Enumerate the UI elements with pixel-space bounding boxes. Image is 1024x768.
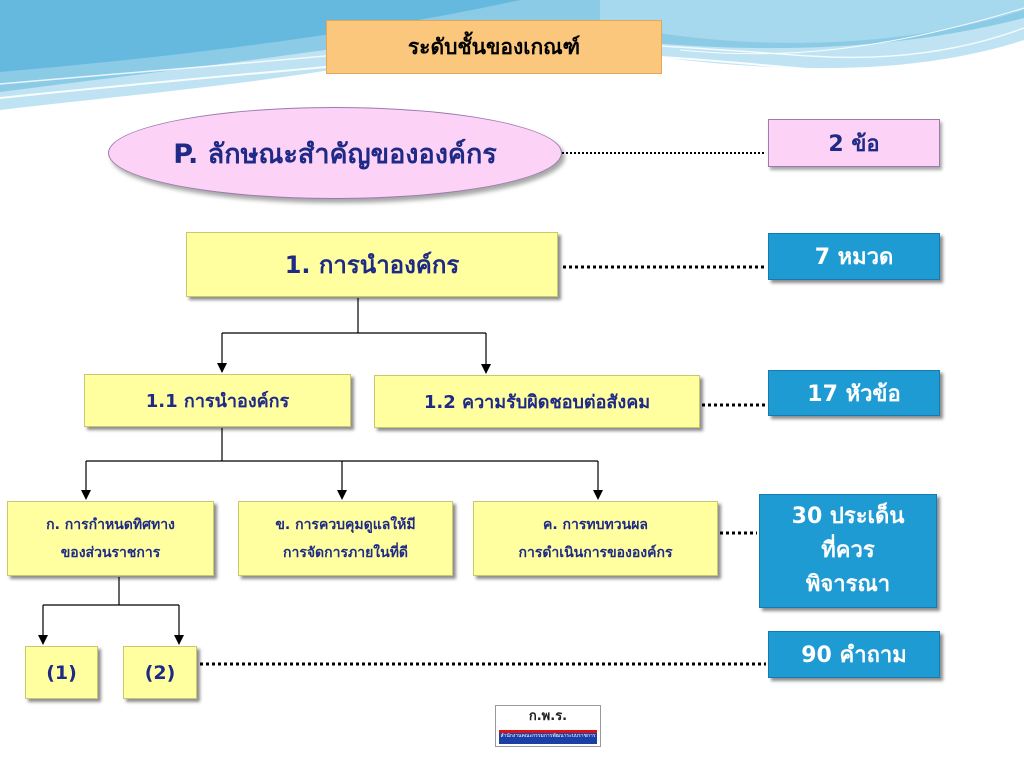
item-count-text: 17 หัวข้อ (807, 381, 901, 407)
question-label: (2) (144, 661, 176, 684)
item-box-1-2: 1.2 ความรับผิดชอบต่อสังคม (374, 375, 700, 428)
slide-title-text: ระดับชั้นของเกณฑ์ (407, 34, 581, 59)
area-count-line1: 30 ประเด็น (791, 504, 905, 529)
category-count-badge: 7 หมวด (768, 233, 940, 280)
category-count-text: 7 หมวด (814, 245, 894, 270)
area-label-line1: ข. การควบคุมดูแลให้มี (275, 516, 416, 533)
question-box-1: (1) (25, 646, 98, 699)
area-box-a: ก. การกำหนดทิศทาง ของส่วนราชการ (7, 501, 214, 576)
category-box: 1. การนำองค์กร (186, 232, 558, 297)
question-count-text: 90 คำถาม (801, 643, 907, 668)
logo-subtext: สำนักงานคณะกรรมการพัฒนาระบบราชการ (499, 730, 597, 744)
area-count-line3: พิจารณา (805, 572, 891, 597)
category-label: 1. การนำองค์กร (284, 251, 460, 279)
item-count-badge: 17 หัวข้อ (768, 370, 940, 416)
profile-count-text: 2 ข้อ (828, 131, 880, 157)
profile-count-badge: 2 ข้อ (768, 119, 940, 167)
area-label-line2: การดำเนินการขององค์กร (518, 544, 673, 561)
area-box-b: ข. การควบคุมดูแลให้มี การจัดการภายในที่ด… (238, 501, 453, 576)
organization-profile-ellipse: P. ลักษณะสำคัญขององค์กร (108, 107, 562, 199)
organization-profile-label: P. ลักษณะสำคัญขององค์กร (173, 138, 497, 170)
item-label: 1.2 ความรับผิดชอบต่อสังคม (423, 392, 651, 413)
wave-background (0, 0, 1024, 110)
question-box-2: (2) (123, 646, 197, 699)
area-count-badge: 30 ประเด็น ที่ควร พิจารณา (759, 494, 937, 608)
slide-title: ระดับชั้นของเกณฑ์ (326, 20, 662, 74)
area-label-line1: ก. การกำหนดทิศทาง (46, 516, 175, 533)
question-label: (1) (46, 661, 77, 684)
item-label: 1.1 การนำองค์กร (145, 391, 290, 412)
logo-text: ก.พ.ร. (528, 709, 568, 724)
area-box-c: ค. การทบทวนผล การดำเนินการขององค์กร (473, 501, 718, 576)
question-count-badge: 90 คำถาม (768, 631, 940, 678)
area-label-line2: การจัดการภายในที่ดี (282, 544, 409, 561)
area-label-line1: ค. การทบทวนผล (543, 516, 648, 533)
area-label-line2: ของส่วนราชการ (60, 544, 161, 561)
item-box-1-1: 1.1 การนำองค์กร (84, 374, 351, 427)
area-count-line2: ที่ควร (821, 538, 875, 563)
opdc-logo: ก.พ.ร. สำนักงานคณะกรรมการพัฒนาระบบราชการ (495, 705, 601, 747)
